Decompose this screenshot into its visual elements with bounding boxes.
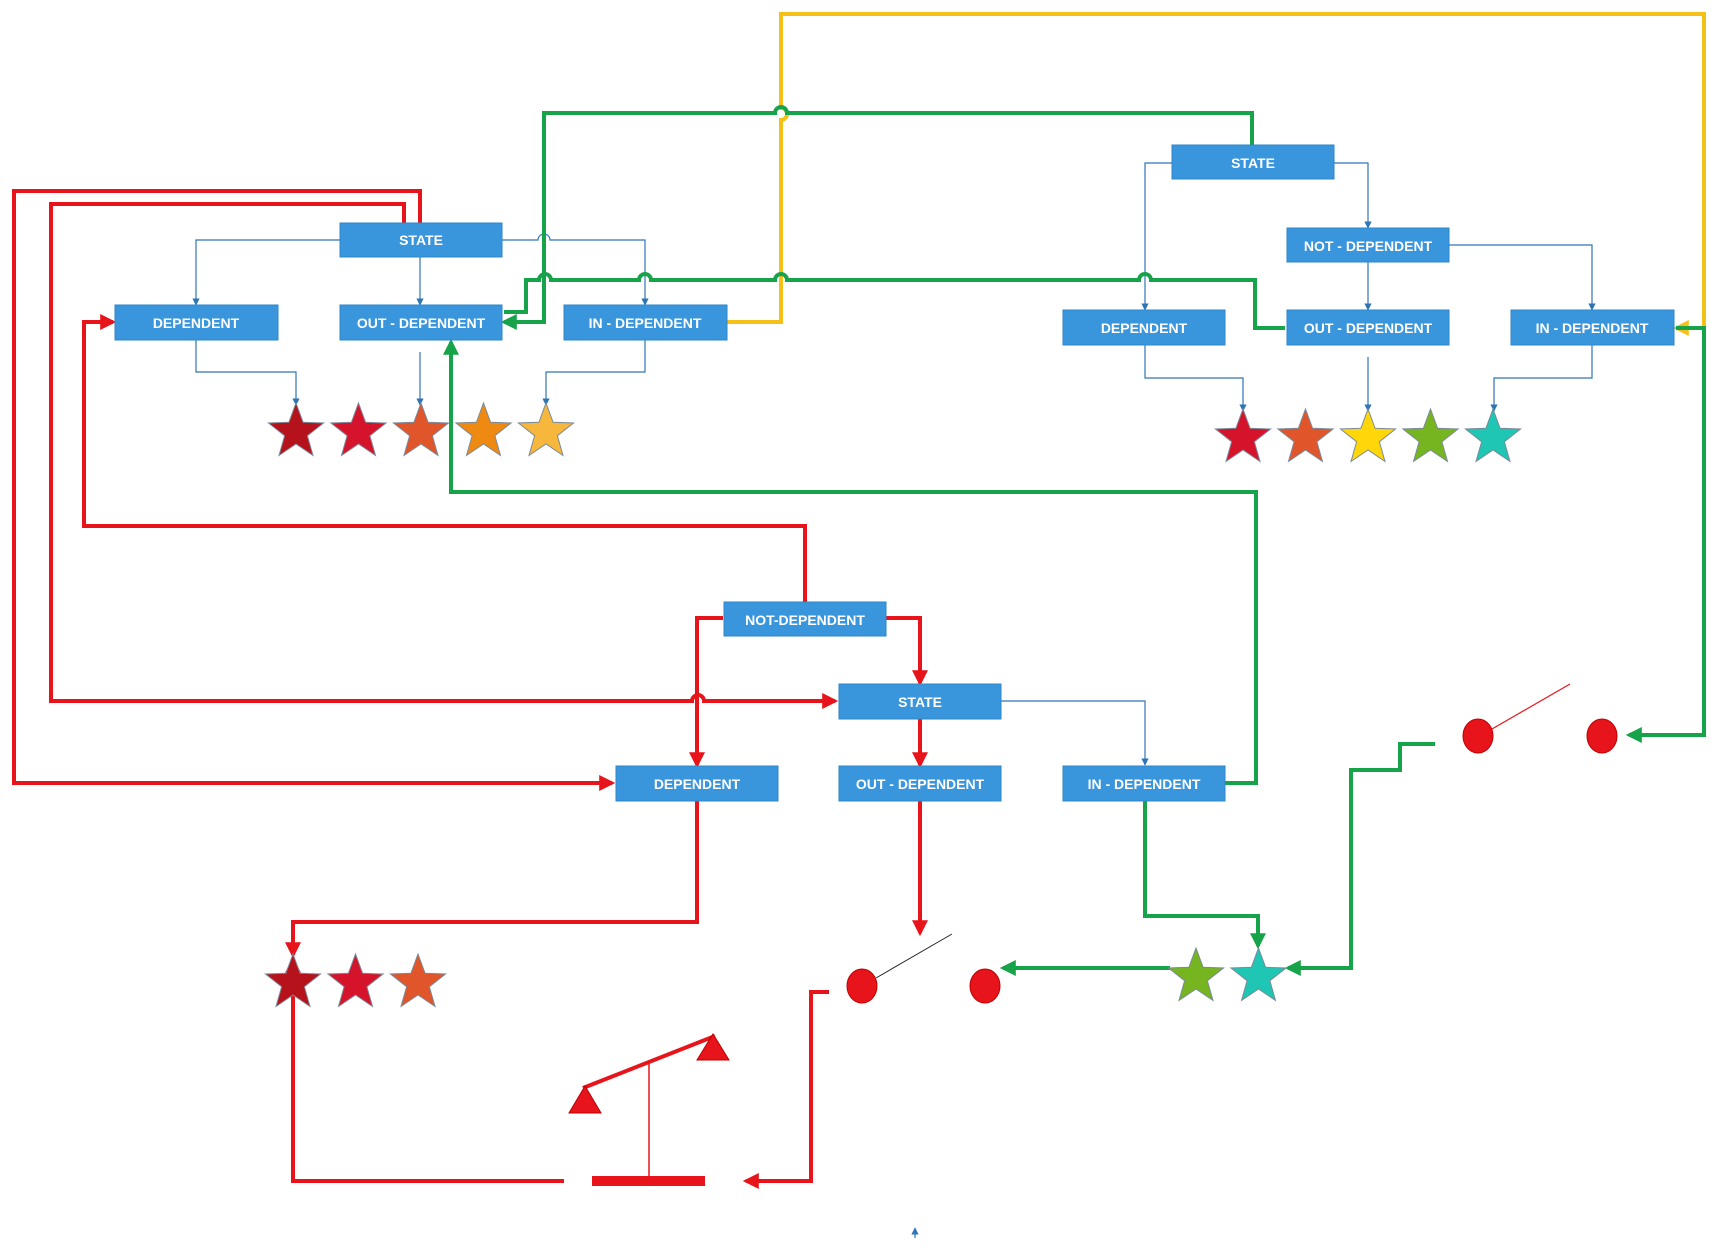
tr-state-box: STATE	[1171, 144, 1335, 180]
bottom-left-star-row	[264, 952, 447, 1008]
mid-dependent-label: DEPENDENT	[654, 776, 741, 792]
top-left-star	[267, 401, 325, 457]
tl-out-dependent-box: OUT - DEPENDENT	[339, 304, 503, 341]
top-left-star	[392, 401, 450, 457]
mid-out-dependent-label: OUT - DEPENDENT	[856, 776, 985, 792]
tr-state-label: STATE	[1231, 155, 1275, 171]
top-right-star	[1214, 407, 1272, 463]
top-left-star	[454, 401, 513, 457]
green-connectors	[443, 105, 1706, 976]
tl-state-box: STATE	[339, 222, 503, 258]
tl-in-dependent-box: IN - DEPENDENT	[563, 304, 728, 341]
mid-in-dependent-box: IN - DEPENDENT	[1062, 765, 1226, 802]
bottom-left-star	[264, 952, 322, 1008]
tr-dependent-label: DEPENDENT	[1101, 320, 1188, 336]
top-right-star	[1401, 407, 1460, 463]
tr-out-dependent-label: OUT - DEPENDENT	[1304, 320, 1433, 336]
bottom-left-star	[389, 952, 447, 1008]
tl-out-dependent-label: OUT - DEPENDENT	[357, 315, 486, 331]
top-right-star	[1464, 407, 1522, 463]
tl-dependent-box: DEPENDENT	[114, 304, 279, 341]
bottom-right-star-row	[1167, 946, 1288, 1002]
mid-state-label: STATE	[898, 694, 942, 710]
red-connectors	[12, 189, 1618, 1189]
top-left-star-row	[267, 401, 575, 457]
tl-dependent-label: DEPENDENT	[153, 315, 240, 331]
mid-state-box: STATE	[838, 683, 1002, 720]
bottom-left-star	[326, 952, 385, 1008]
tr-in-dependent-label: IN - DEPENDENT	[1536, 320, 1649, 336]
thin-connectors	[192, 162, 1596, 1238]
mid-not-dependent-label: NOT-DEPENDENT	[745, 612, 865, 628]
mid-in-dependent-label: IN - DEPENDENT	[1088, 776, 1201, 792]
top-right-star-row	[1214, 407, 1522, 463]
top-right-star	[1339, 407, 1397, 463]
tr-in-dependent-box: IN - DEPENDENT	[1510, 309, 1675, 346]
tr-out-dependent-box: OUT - DEPENDENT	[1286, 309, 1450, 346]
tr-dependent-box: DEPENDENT	[1062, 309, 1226, 346]
tl-state-label: STATE	[399, 232, 443, 248]
tl-in-dependent-label: IN - DEPENDENT	[589, 315, 702, 331]
mid-dependent-box: DEPENDENT	[615, 765, 779, 802]
mid-out-dependent-box: OUT - DEPENDENT	[838, 765, 1002, 802]
top-left-star	[517, 401, 575, 457]
top-right-star	[1276, 407, 1335, 463]
tr-not-dependent-label: NOT - DEPENDENT	[1304, 238, 1433, 254]
tr-not-dependent-box: NOT - DEPENDENT	[1286, 227, 1450, 263]
bottom-right-star	[1229, 946, 1288, 1002]
mid-not-dependent-box: NOT-DEPENDENT	[723, 601, 887, 637]
bottom-right-star	[1167, 946, 1225, 1002]
top-left-star	[329, 401, 388, 457]
